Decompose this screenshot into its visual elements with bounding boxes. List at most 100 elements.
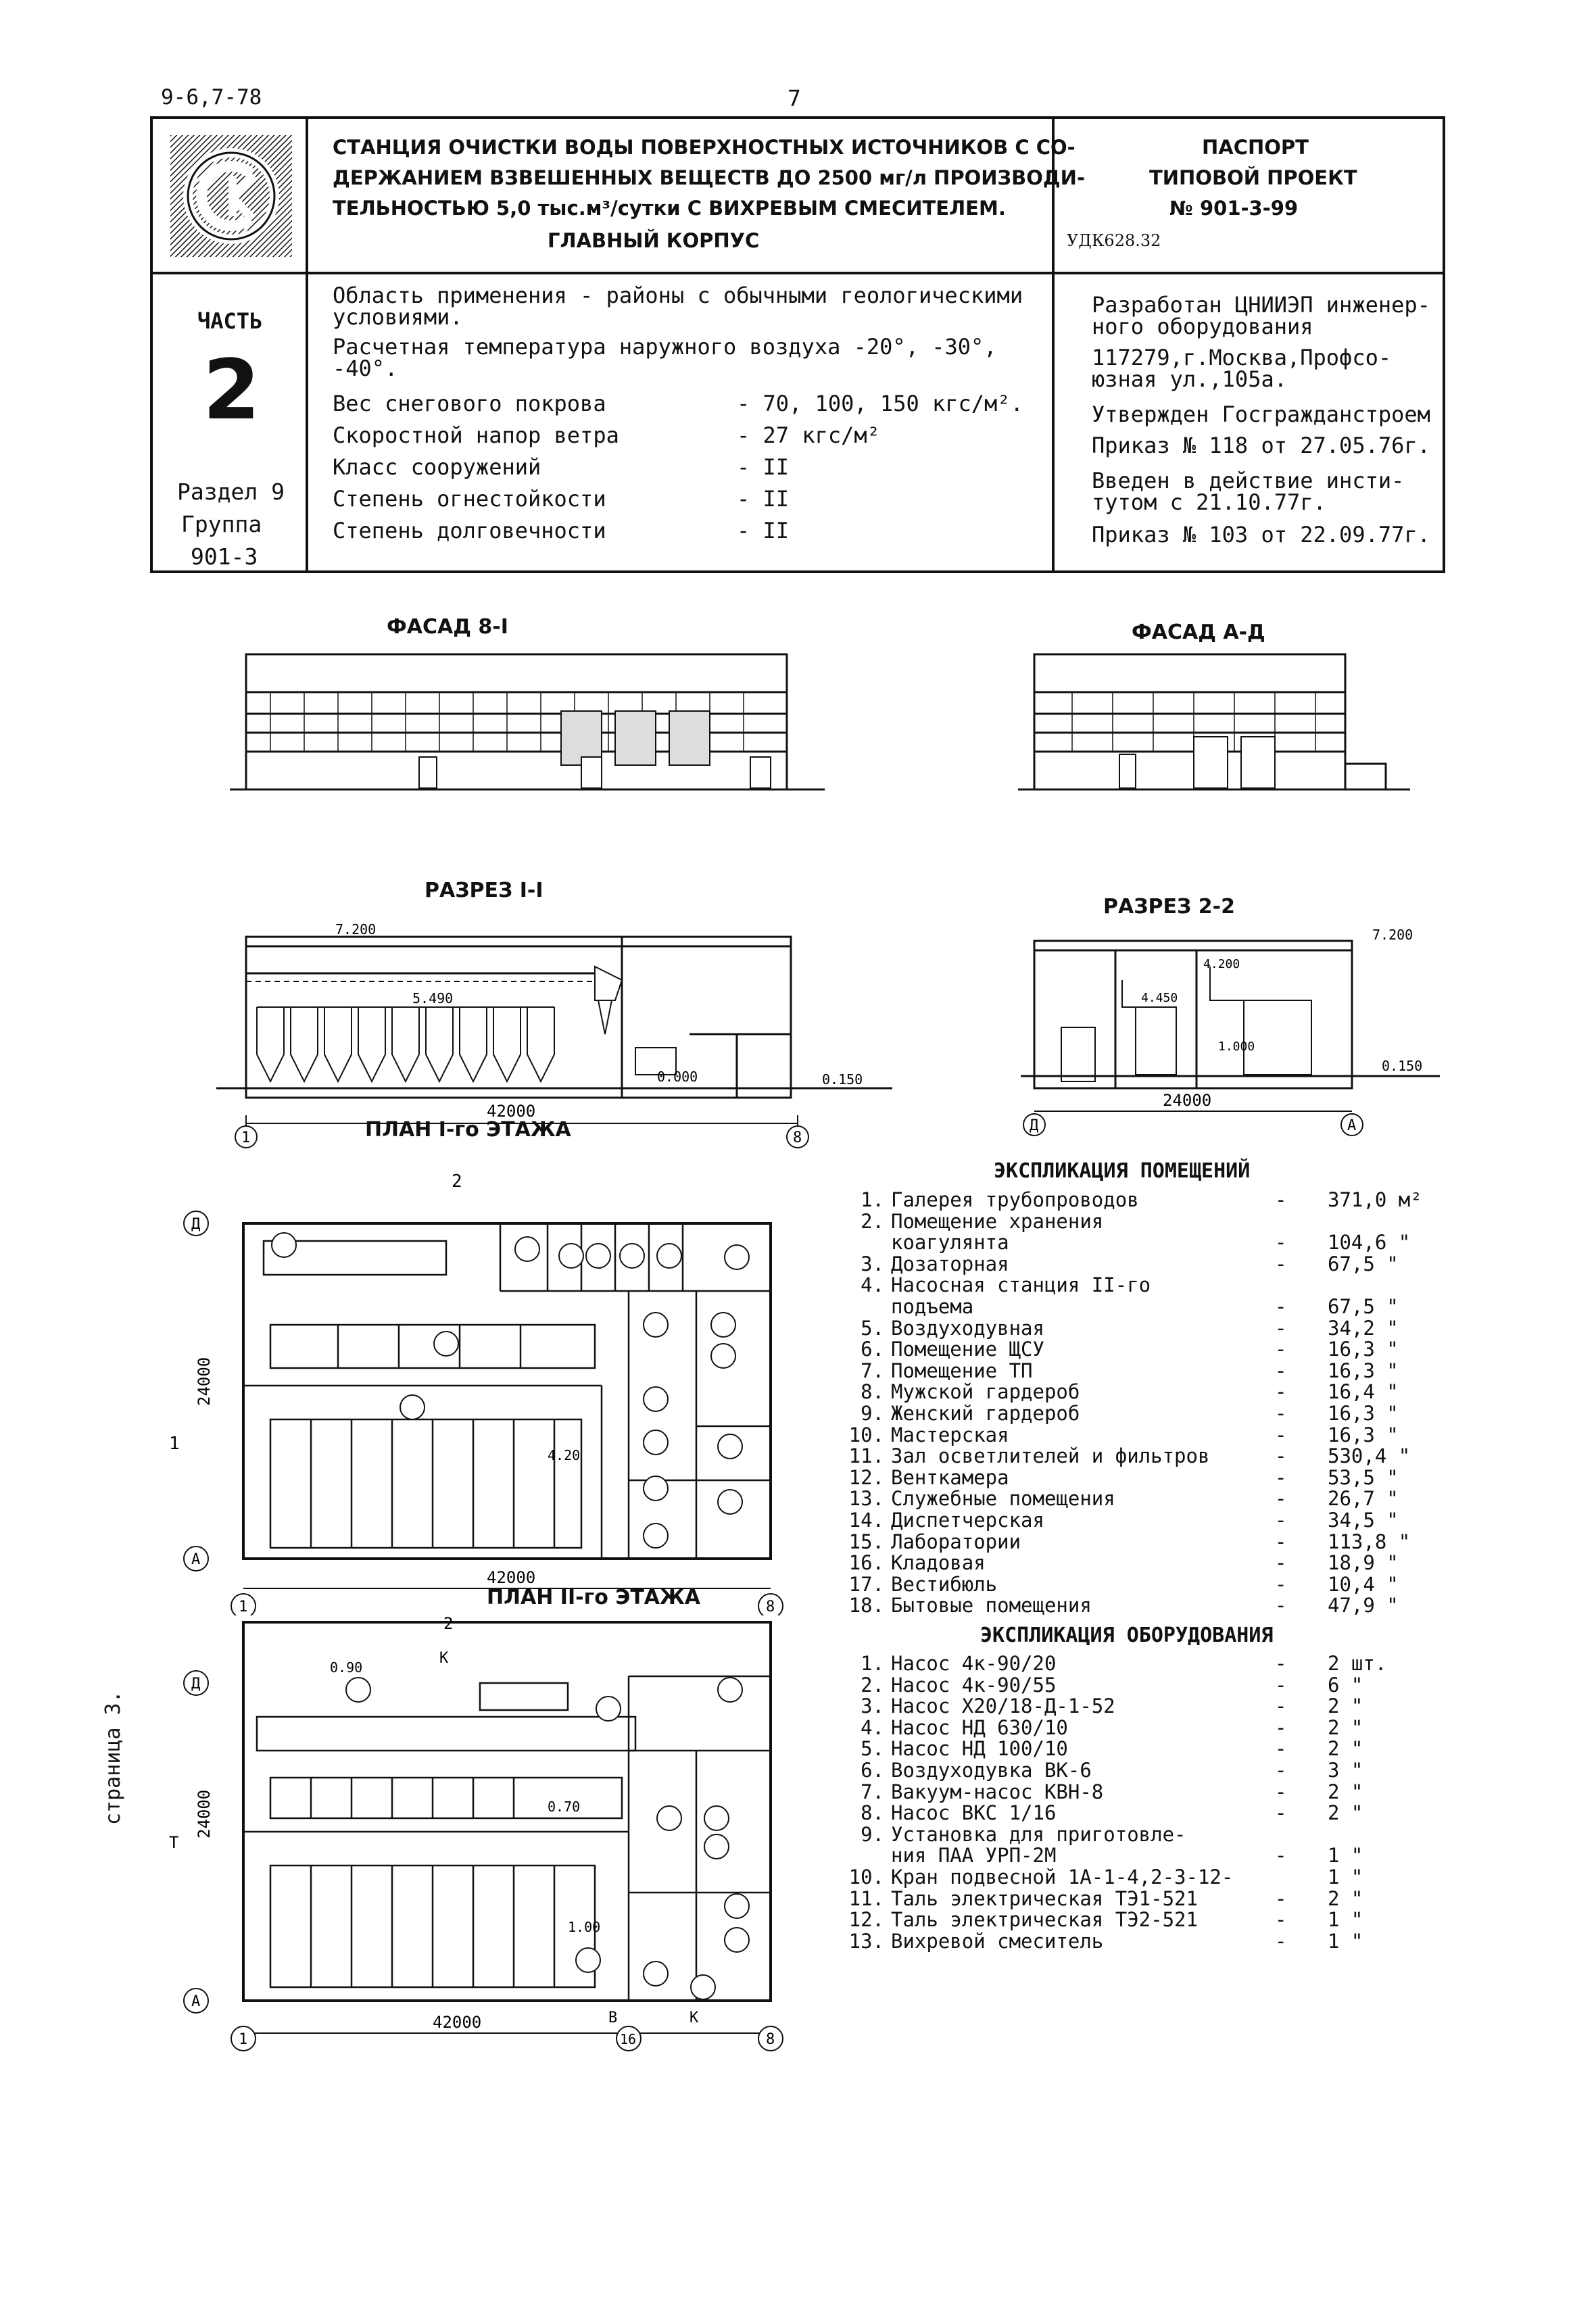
svg-text:А: А bbox=[191, 1993, 200, 2010]
svg-text:К: К bbox=[690, 2009, 699, 2026]
list-value: 34,2 " bbox=[1328, 1316, 1399, 1340]
list-number: 1. bbox=[861, 1188, 884, 1211]
list-number: 7. bbox=[861, 1359, 884, 1382]
group-number: 901-3 bbox=[191, 543, 258, 570]
svg-text:Д: Д bbox=[191, 1216, 200, 1233]
list-number: 1. bbox=[861, 1652, 884, 1675]
svg-text:7.200: 7.200 bbox=[335, 921, 376, 937]
dev-line-4: юзная ул.,105а. bbox=[1092, 366, 1287, 392]
svg-text:А: А bbox=[191, 1551, 200, 1568]
svg-text:4.450: 4.450 bbox=[1141, 991, 1178, 1005]
area-text: Область применения - районы с обычными г… bbox=[333, 283, 1023, 308]
svg-text:8: 8 bbox=[766, 1599, 775, 1615]
list-name: Мужской гардероб bbox=[891, 1380, 1080, 1404]
list-number: 13. bbox=[848, 1929, 884, 1953]
list-value: 67,5 " bbox=[1328, 1252, 1399, 1275]
dev-line-8: тутом с 21.10.77г. bbox=[1092, 489, 1326, 515]
side-page-label: страница 3. bbox=[101, 1690, 125, 1825]
svg-text:5.490: 5.490 bbox=[412, 990, 453, 1006]
svg-text:1: 1 bbox=[239, 2031, 247, 2048]
svg-text:42000: 42000 bbox=[487, 1568, 535, 1587]
part-number: 2 bbox=[203, 342, 260, 438]
list-value: 104,6 " bbox=[1328, 1231, 1411, 1254]
dev-line-2: ного оборудования bbox=[1092, 314, 1313, 339]
doc-code: 9-6,7-78 bbox=[161, 85, 262, 109]
logo bbox=[170, 135, 292, 257]
list-value: 530,4 " bbox=[1328, 1444, 1411, 1468]
list-name: Диспетчерская bbox=[891, 1509, 1044, 1532]
list-dash: - bbox=[1275, 1737, 1287, 1761]
svg-text:Д: Д bbox=[191, 1676, 200, 1692]
rooms-title: ЭКСПЛИКАЦИЯ ПОМЕЩЕНИЙ bbox=[994, 1159, 1251, 1183]
list-name: Женский гардероб bbox=[891, 1402, 1080, 1425]
plan-2-floor-drawing: 42000 24000 0.90 0.70 1.00 Д А 1 16 8 В … bbox=[169, 1614, 783, 2051]
list-number: 8. bbox=[861, 1801, 884, 1825]
list-name: Насос 4к-90/20 bbox=[891, 1652, 1057, 1675]
list-dash: - bbox=[1275, 1530, 1287, 1553]
svg-text:0.150: 0.150 bbox=[822, 1071, 863, 1088]
svg-text:А: А bbox=[1347, 1117, 1356, 1134]
condition-label: Скоростной напор ветра bbox=[333, 422, 619, 448]
list-dash: - bbox=[1275, 1295, 1287, 1318]
svg-text:В: В bbox=[608, 2009, 617, 2026]
condition-value: - II bbox=[737, 486, 790, 512]
list-dash: - bbox=[1275, 1380, 1287, 1404]
list-name: Помещение ТП bbox=[891, 1359, 1033, 1382]
list-value: 16,3 " bbox=[1328, 1402, 1399, 1425]
svg-text:4.200: 4.200 bbox=[1203, 957, 1240, 971]
list-value: 1 " bbox=[1328, 1844, 1363, 1868]
list-value: 2 " bbox=[1328, 1737, 1363, 1761]
list-name: Насос Х20/18-Д-1-52 bbox=[891, 1695, 1115, 1718]
list-value: 6 " bbox=[1328, 1673, 1363, 1697]
list-dash: - bbox=[1275, 1594, 1287, 1617]
list-name: Таль электрическая ТЭ2-521 bbox=[891, 1908, 1198, 1932]
list-dash: - bbox=[1275, 1338, 1287, 1361]
list-name: Воздуходувная bbox=[891, 1316, 1044, 1340]
list-dash: - bbox=[1275, 1423, 1287, 1446]
list-dash: - bbox=[1275, 1780, 1287, 1803]
list-number: 3. bbox=[861, 1695, 884, 1718]
group-label: Группа bbox=[181, 511, 262, 537]
svg-text:8: 8 bbox=[766, 2031, 775, 2048]
list-value: 2 " bbox=[1328, 1780, 1363, 1803]
project-label: ТИПОВОЙ ПРОЕКТ bbox=[1149, 166, 1357, 189]
list-dash: - bbox=[1275, 1673, 1287, 1697]
list-name: Мастерская bbox=[891, 1423, 1009, 1446]
condition-label: Класс сооружений bbox=[333, 454, 541, 480]
list-dash: - bbox=[1275, 1929, 1287, 1953]
svg-text:0.150: 0.150 bbox=[1382, 1058, 1422, 1074]
list-number: 18. bbox=[848, 1594, 884, 1617]
list-number: 5. bbox=[861, 1737, 884, 1761]
list-dash: - bbox=[1275, 1886, 1287, 1910]
list-number: 4. bbox=[861, 1715, 884, 1739]
list-name: Галерея трубопроводов bbox=[891, 1188, 1139, 1211]
list-name: Установка для приготовле- bbox=[891, 1822, 1186, 1846]
list-value: 1 " bbox=[1328, 1866, 1363, 1888]
list-value: 26,7 " bbox=[1328, 1487, 1399, 1511]
list-dash: - bbox=[1275, 1402, 1287, 1425]
project-number: № 901-3-99 bbox=[1169, 197, 1299, 220]
list-number: 2. bbox=[861, 1673, 884, 1697]
temp-text-2: -40°. bbox=[333, 356, 398, 381]
section-2-2-drawing: 7.200 4.200 4.450 1.000 0.150 24000 Д А bbox=[1021, 927, 1440, 1136]
condition-value: - II bbox=[737, 454, 790, 480]
list-number: 12. bbox=[848, 1465, 884, 1489]
list-name: Лаборатории bbox=[891, 1530, 1021, 1553]
list-name: коагулянта bbox=[891, 1231, 1009, 1254]
facade-8-1-drawing bbox=[230, 653, 825, 791]
list-dash: - bbox=[1275, 1652, 1287, 1675]
list-value: 2 шт. bbox=[1328, 1652, 1387, 1675]
list-dash: - bbox=[1275, 1231, 1287, 1254]
svg-text:16: 16 bbox=[620, 2031, 636, 2047]
part-label: ЧАСТЬ bbox=[197, 308, 263, 334]
list-number: 12. bbox=[848, 1908, 884, 1932]
list-name: Насос НД 100/10 bbox=[891, 1737, 1068, 1761]
list-name: Насос 4к-90/55 bbox=[891, 1673, 1057, 1697]
list-value: 2 " bbox=[1328, 1715, 1363, 1739]
section-1-1-drawing: 7.200 5.490 0.000 0.150 42000 1 8 bbox=[216, 921, 892, 1148]
list-name: Кран подвесной 1А-1-4,2-3-12- bbox=[891, 1866, 1234, 1888]
svg-text:0.70: 0.70 bbox=[548, 1799, 580, 1815]
list-name: Вихревой смеситель bbox=[891, 1929, 1104, 1953]
list-value: 67,5 " bbox=[1328, 1295, 1399, 1318]
list-number: 9. bbox=[861, 1402, 884, 1425]
